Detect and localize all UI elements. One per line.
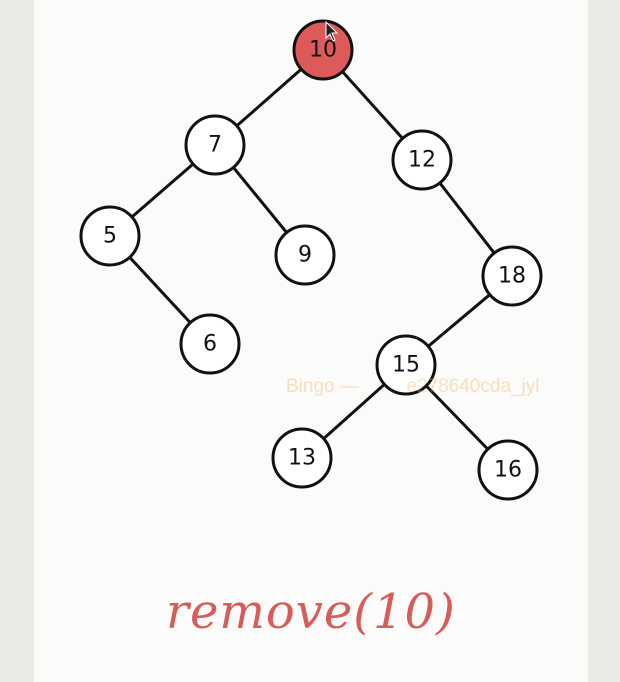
node-circle-18 [481,245,543,307]
node-label-13: 13 [288,446,316,471]
node-circle-7 [184,114,246,176]
node-circle-10 [292,19,354,81]
caption-remove: remove(10) [166,584,456,640]
node-circle-16 [477,439,539,501]
node-circle-6 [179,313,241,375]
node-circle-15 [375,334,437,396]
node-circle-13 [271,427,333,489]
node-label-9: 9 [298,243,312,268]
node-label-12: 12 [408,148,436,173]
watermark-text: Bingo — e278640cda_jyl [286,376,540,397]
node-label-6: 6 [203,332,217,357]
node-label-18: 18 [498,264,526,289]
node-label-5: 5 [103,224,117,249]
node-label-16: 16 [494,458,522,483]
node-15: 15 [375,334,437,396]
node-16: 16 [477,439,539,501]
node-circle-9 [274,224,336,286]
node-label-15: 15 [392,353,420,378]
node-18: 18 [481,245,543,307]
node-label-7: 7 [208,133,222,158]
node-circle-12 [391,129,453,191]
node-6: 6 [179,313,241,375]
mouse-cursor-icon [325,20,339,42]
nodes-layer: 10 7 12 5 9 6 18 15 13 16 [79,19,543,501]
node-label-10: 10 [309,38,337,63]
node-7: 7 [184,114,246,176]
paper-background [34,0,588,682]
node-10: 10 [292,19,354,81]
node-12: 12 [391,129,453,191]
node-5: 5 [79,205,141,267]
node-9: 9 [274,224,336,286]
node-13: 13 [271,427,333,489]
node-circle-5 [79,205,141,267]
